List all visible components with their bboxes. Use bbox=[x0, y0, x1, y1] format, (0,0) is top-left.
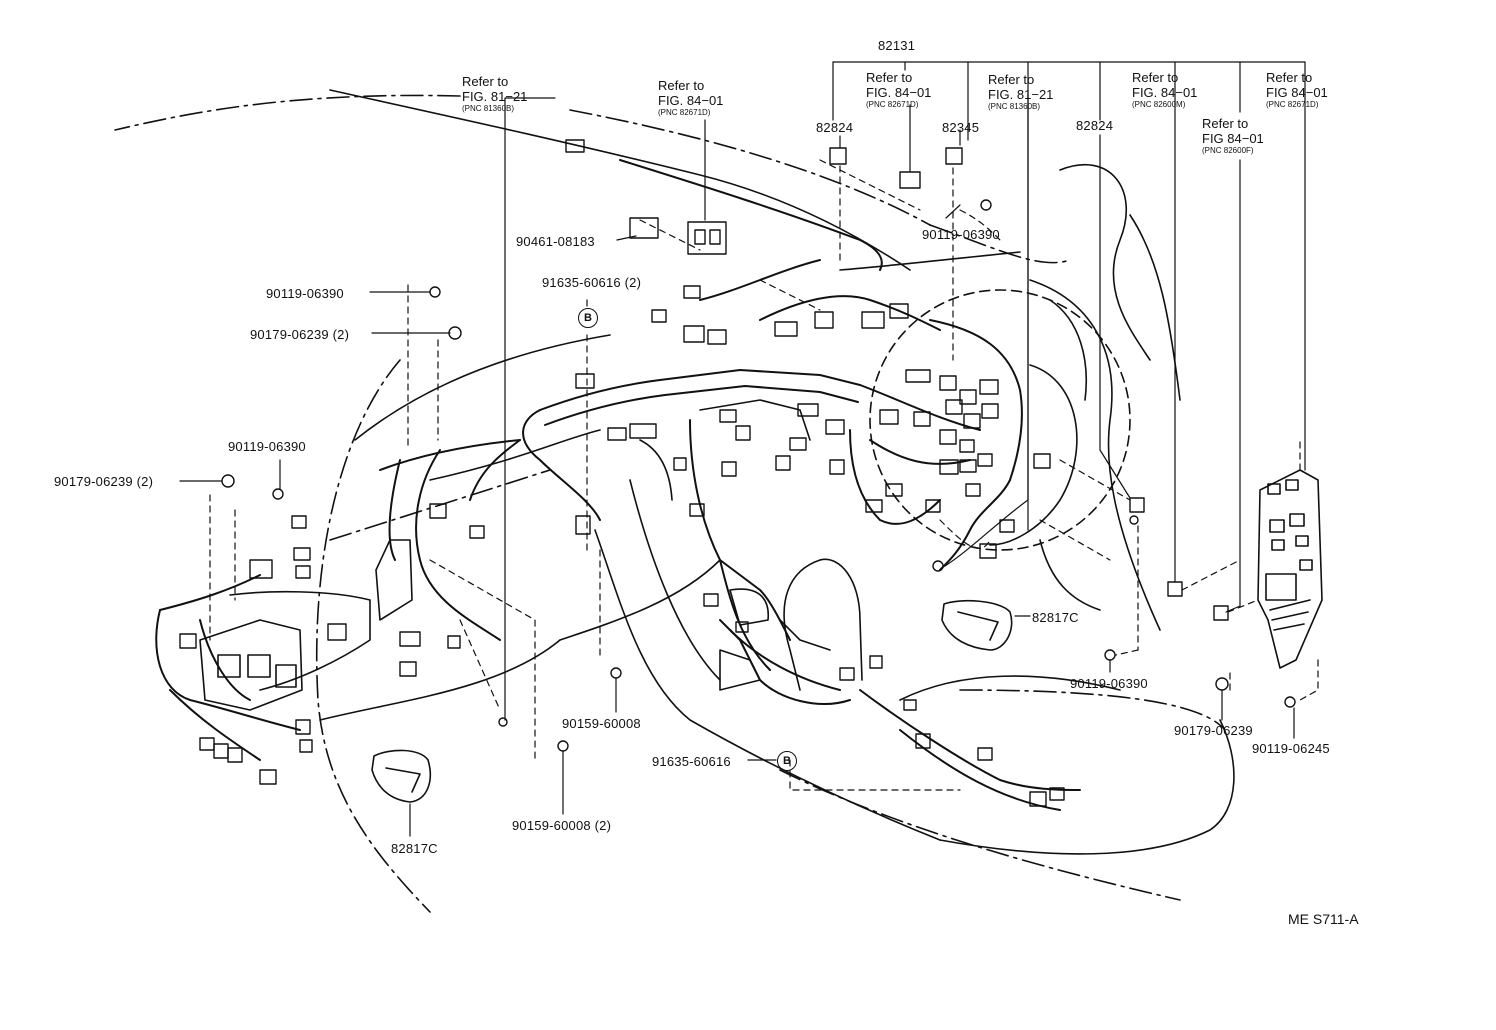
junction-block bbox=[1257, 469, 1323, 669]
ref-fig-84-01-d: Refer to FIG 84−01 (PNC 82671D) bbox=[1266, 70, 1328, 110]
ref-fig-84-01-b: Refer to FIG. 84−01 (PNC 82671D) bbox=[866, 70, 931, 110]
ref-pnc: (PNC 82671D) bbox=[658, 108, 711, 117]
callout-b-upper: B bbox=[578, 308, 598, 328]
dashed-leaders bbox=[209, 159, 1319, 791]
label-90461-08183: 90461-08183 bbox=[516, 234, 595, 249]
ref-pnc: (PNC 82600F) bbox=[1202, 146, 1254, 155]
label-82131: 82131 bbox=[878, 38, 916, 53]
label-82817c-right: 82817C bbox=[1032, 610, 1079, 625]
ref-line2: FIG 84−01 bbox=[1202, 131, 1264, 146]
main-harness bbox=[155, 159, 1081, 811]
ref-fig-84-01-c: Refer to FIG. 84−01 (PNC 82600M) bbox=[1132, 70, 1197, 110]
ref-line1: Refer to bbox=[988, 72, 1035, 87]
ref-line2: FIG. 84−01 bbox=[658, 93, 724, 108]
label-90119-06390-left: 90119-06390 bbox=[266, 286, 344, 301]
ref-line1: Refer to bbox=[658, 78, 705, 93]
ref-line2: FIG. 84−01 bbox=[866, 85, 932, 100]
label-91635-60616-2: 91635-60616 (2) bbox=[542, 275, 642, 290]
ref-fig-81-21-right: Refer to FIG. 81−21 (PNC 81360B) bbox=[988, 72, 1053, 112]
label-90119-06390-top: 90119-06390 bbox=[922, 227, 1000, 242]
ref-line1: Refer to bbox=[1132, 70, 1179, 85]
ref-fig-84-01-a: Refer to FIG. 84−01 (PNC 82671D) bbox=[658, 78, 723, 118]
ref-pnc: (PNC 81360B) bbox=[462, 104, 515, 113]
leader-lines bbox=[179, 61, 1306, 837]
ref-pnc: (PNC 82671D) bbox=[866, 100, 919, 109]
ref-line2: FIG 84−01 bbox=[1266, 85, 1328, 100]
fasteners bbox=[221, 199, 1296, 752]
label-82824-right: 82824 bbox=[1076, 118, 1114, 133]
ref-pnc: (PNC 81360B) bbox=[988, 102, 1041, 111]
label-82817c-left: 82817C bbox=[391, 841, 438, 856]
ref-line2: FIG. 81−21 bbox=[462, 89, 528, 104]
label-90119-06245: 90119-06245 bbox=[1252, 741, 1330, 756]
ref-fig-84-01-e: Refer to FIG 84−01 (PNC 82600F) bbox=[1202, 116, 1264, 156]
ref-line2: FIG. 81−21 bbox=[988, 87, 1054, 102]
ref-line1: Refer to bbox=[1266, 70, 1313, 85]
ref-pnc: (PNC 82600M) bbox=[1132, 100, 1186, 109]
connectors bbox=[179, 139, 1229, 807]
ref-line1: Refer to bbox=[1202, 116, 1249, 131]
drawing-code: ME S711-A bbox=[1288, 911, 1359, 927]
label-90159-60008-2: 90159-60008 (2) bbox=[512, 818, 612, 833]
ref-line1: Refer to bbox=[866, 70, 913, 85]
label-90119-06390-bottom: 90119-06390 bbox=[1070, 676, 1148, 691]
column-brace bbox=[639, 399, 831, 691]
label-90179-06239: 90179-06239 bbox=[1174, 723, 1253, 738]
bracket-82817c bbox=[371, 599, 1013, 803]
label-91635-60616: 91635-60616 bbox=[652, 754, 731, 769]
instrument-panel-body bbox=[319, 89, 1235, 855]
ref-pnc: (PNC 82671D) bbox=[1266, 100, 1319, 109]
label-90119-06390-mid: 90119-06390 bbox=[228, 439, 306, 454]
ref-line1: Refer to bbox=[462, 74, 509, 89]
label-82345: 82345 bbox=[942, 120, 980, 135]
left-bracket bbox=[199, 429, 601, 711]
label-82824-left: 82824 bbox=[816, 120, 854, 135]
label-90179-06239-2-lower: 90179-06239 (2) bbox=[54, 474, 154, 489]
label-90179-06239-2-upper: 90179-06239 (2) bbox=[250, 327, 350, 342]
ref-fig-81-21-left: Refer to FIG. 81−21 (PNC 81360B) bbox=[462, 74, 527, 114]
callout-b-lower: B bbox=[777, 751, 797, 771]
ref-line2: FIG. 84−01 bbox=[1132, 85, 1198, 100]
label-90159-60008: 90159-60008 bbox=[562, 716, 641, 731]
